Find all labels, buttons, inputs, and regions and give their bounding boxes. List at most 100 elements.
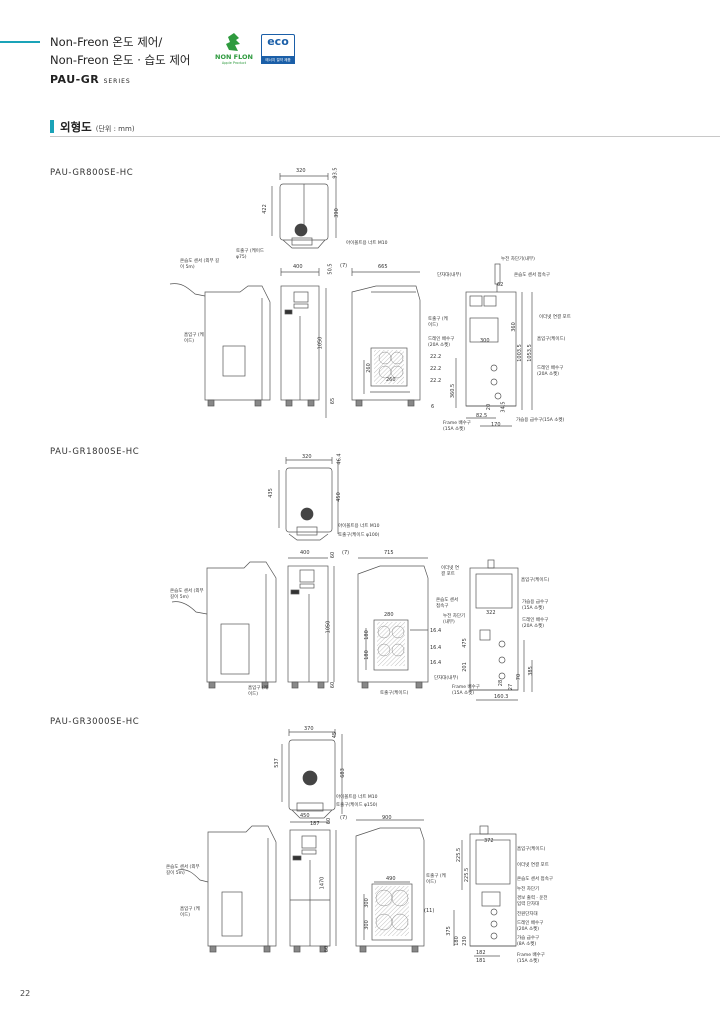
dim-1800-pitch3: 16.4 [430,660,442,666]
dim-1800-front-width: 400 [300,550,310,556]
label-800-breaker: 누전 차단기(내부) [501,257,535,262]
label-1800-terminal: 단자대(내부) [434,676,459,681]
dim-800-top-depth: 422 [261,204,268,214]
dim-3000-top-offset: 45 [332,731,339,739]
label-3000-frame-drain: Frame 배수구 (15A 소켓) [517,953,545,964]
dim-800-back-82: 82.5 [476,413,488,419]
label-800-drain2: 드레인 배수구 (20A 소켓) [537,366,564,377]
dim-3000-back-181: 181 [476,958,486,964]
label-3000-inlet-back: 흡입구(케이드) [517,847,546,852]
dim-3000-back-230: 230 [461,936,468,946]
dim-1800-front-top: 60 [330,551,337,559]
dim-3000-height: 1470 [319,876,326,890]
eco-logo-strip: 에너지 절약 제품 [261,56,295,64]
label-800-inlet-back: 흡입구(케이드) [537,337,566,342]
dim-800-top-offset: 93.5 [332,167,339,179]
dim-3000-depth: 900 [382,815,392,821]
dim-3000-back-372: 372 [484,838,494,844]
label-1800-drain: 드레인 배수구 (20A 소켓) [522,618,549,629]
nonflon-logo-sub: Apple Product [221,61,247,65]
section-title: 외형도 (단위 : mm) [60,119,135,135]
dim-1800-back-160: 160.3 [494,694,509,700]
dim-3000-front-187: 187 [310,821,320,827]
nonflon-logo [226,33,240,51]
dim-1800-back-27: 27 [508,683,515,691]
dim-3000-top-depth2: 683 [339,768,346,778]
dim-3000-grille-h1: 300 [363,898,370,908]
dim-800-pitch3: 22.2 [430,378,442,384]
label-3000-alarm-terminal: 경보 출력 · 운전 입력 단자대 [517,896,548,907]
series-label: PAU-GR SERIES [50,73,131,86]
label-3000-sensor-port: 온습도 센서 접속구 [517,877,553,882]
dim-3000-back-225b: 225.5 [464,867,471,883]
dim-1800-back-28: 28 [498,679,505,687]
label-1800-breaker: 누전 차단기 (내부) [443,614,466,625]
label-3000-outlet-right: 토출구 (케이드) [426,874,446,885]
label-1800-inlet-back: 흡입구(케이드) [521,578,550,583]
dim-3000-gap11: (11) [424,908,435,914]
dim-3000-base: 60 [324,945,331,953]
label-1800-inlet-left: 흡입구 (케이드) [248,686,268,697]
label-800-frame-drain: Frame 배수구 (15A 소켓) [443,421,471,432]
dim-800-back-300: 300 [480,338,490,344]
dim-800-back-1053: 1053.5 [526,344,533,362]
dim-800-gap: (7) [340,263,348,269]
dim-1800-back-201: 201 [461,662,468,672]
label-800-ethernet: 이더넷 연결 포트 [539,315,571,320]
dim-800-back-20: 20 [486,403,493,411]
label-800-eyebolt: 아이볼트용 너트 M10 [346,241,388,246]
header-title-line1: Non-Freon 온도 제어/ [50,35,163,49]
dim-1800-height: 1050 [325,620,332,634]
section-unit: (단위 : mm) [95,125,135,133]
label-3000-outlet-top: 토출구(케이드 φ150) [336,803,378,808]
dim-800-grille-w: 260 [386,377,396,383]
page-number: 22 [20,989,31,998]
dim-800-top-depth2: 390 [333,208,340,218]
section-bar [50,120,54,133]
dim-1800-top-offset: 46.4 [336,453,343,465]
section-rule [50,136,720,137]
label-3000-drain: 드레인 배수구 (20A 소켓) [517,921,544,932]
dim-3000-back-182: 182 [476,950,486,956]
label-1800-ethernet: 이더넷 연결 포트 [441,566,459,577]
dim-1800-grille-h1: 180 [363,630,370,640]
label-800-drain1: 드레인 배수구 (20A 소켓) [428,337,455,348]
dim-1800-back-322: 322 [486,610,496,616]
dim-800-back-170: 170 [491,422,501,428]
dim-1800-pitch2: 16.4 [430,645,442,651]
model-label-3000: PAU-GR3000SE-HC [50,717,140,727]
label-1800-humid-supply: 가습용 급수구 (15A 소켓) [522,600,549,611]
label-800-sensor-port: 온습도 센서 접속구 [514,273,550,278]
dim-1800-back-475: 475 [461,638,468,648]
label-1800-sensor-port: 온습도 센서 접속구 [436,598,459,609]
model-label-1800: PAU-GR1800SE-HC [50,447,140,457]
dim-1800-pitch1: 16.4 [430,628,442,634]
model-label-800: PAU-GR800SE-HC [50,168,134,178]
dim-1800-back-70: 70 [516,673,523,681]
dim-800-pitch1: 22.2 [430,354,442,360]
dim-1800-top-depth2: 450 [335,492,342,502]
label-800-terminal: 단자대(내부) [437,273,462,278]
label-3000-ethernet: 이더넷 연결 포트 [517,863,549,868]
dim-3000-front-top: 60 [326,817,333,825]
label-1800-outlet-top: 토출구(케이드 φ100) [338,533,380,538]
dim-800-back-1003: 1003.5 [516,344,523,362]
dim-800-base: 65 [330,397,337,405]
label-800-outlet-right: 토출구 (케이드) [428,317,448,328]
series-code: PAU-GR [50,73,100,86]
section-title-text: 외형도 [60,120,92,134]
dim-800-back-360: 360 [510,322,517,332]
dim-3000-back-180: 180 [453,936,460,946]
label-1800-outlet-right: 토출구(케이드) [380,691,409,696]
dim-1800-top-width: 320 [302,454,312,460]
dim-3000-top-depth: 537 [273,758,280,768]
dim-3000-gap: (7) [340,815,348,821]
series-word: SERIES [103,78,131,85]
label-1800-sensor: 온습도 센서 (외부 길이 5m) [170,589,204,600]
label-1800-eyebolt: 아이볼트용 너트 M10 [338,524,380,529]
dim-3000-back-375: 375 [445,926,452,936]
dim-800-front-width: 400 [293,264,303,270]
dim-3000-front-width: 450 [300,813,310,819]
dim-800-depth: 665 [378,264,388,270]
drawing-800 [169,173,533,427]
